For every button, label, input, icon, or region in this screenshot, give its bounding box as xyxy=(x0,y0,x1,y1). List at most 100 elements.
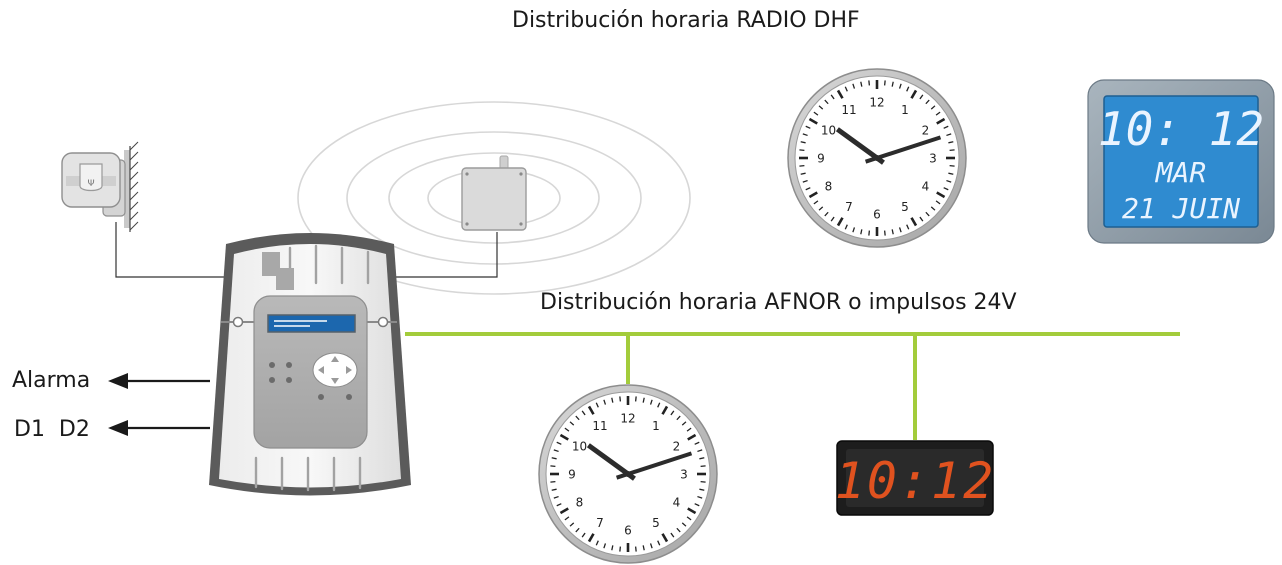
master-clock-icon xyxy=(209,233,411,496)
clock-tick xyxy=(910,89,918,99)
lcd-date: 21 JUIN xyxy=(1122,192,1240,225)
clock-tick xyxy=(813,111,819,116)
afnor-bus xyxy=(405,332,1180,440)
clock-tick xyxy=(936,117,946,125)
clock-tick xyxy=(898,83,902,89)
clock-tick xyxy=(943,125,949,129)
title-radio-dhf: Distribución horaria RADIO DHF xyxy=(512,8,860,33)
clock-tick xyxy=(559,433,569,441)
clock-tick xyxy=(575,415,580,421)
clock-tick xyxy=(670,410,675,416)
clock-tick xyxy=(898,227,902,233)
clock-tick xyxy=(581,410,586,416)
clock-tick xyxy=(634,546,637,552)
clock-tick xyxy=(936,191,946,199)
clock-tick xyxy=(949,164,955,167)
clock-tick xyxy=(686,516,692,521)
clock-tick xyxy=(700,465,706,468)
output-d1-d2-label: D1 D2 xyxy=(14,417,90,442)
clock-tick xyxy=(550,465,556,468)
clock-tick xyxy=(800,141,806,144)
clock-tick xyxy=(805,125,811,129)
clock-tick xyxy=(619,546,622,552)
clock-tick xyxy=(687,433,697,441)
clock-tick xyxy=(569,421,575,426)
clock-tick xyxy=(575,527,580,533)
clock-tick xyxy=(642,545,645,551)
clock-tick xyxy=(910,217,918,227)
clock-tick xyxy=(949,149,955,152)
clock-tick xyxy=(551,488,557,491)
clock-center xyxy=(625,471,631,477)
clock-tick xyxy=(564,516,570,521)
antenna-wiring xyxy=(115,222,498,278)
clock-tick xyxy=(700,480,706,483)
clock-hour-number: 9 xyxy=(817,152,825,166)
clock-tick xyxy=(550,480,556,483)
clock-tick xyxy=(699,457,705,460)
clock-tick xyxy=(676,415,681,421)
title-afnor-distribution: Distribución horaria AFNOR o impulsos 24… xyxy=(540,290,1017,315)
clock-tick xyxy=(649,543,653,549)
clock-tick xyxy=(661,405,669,415)
clock-tick xyxy=(852,83,856,89)
clock-tick xyxy=(670,532,675,538)
clock-tick xyxy=(906,224,910,230)
clock-tick xyxy=(603,399,607,405)
clock-tick xyxy=(587,533,595,543)
clock-hour-number: 11 xyxy=(592,419,607,433)
clock-tick xyxy=(808,191,818,199)
clock-hour-number: 8 xyxy=(576,496,584,510)
led-digital-clock: 10:12 xyxy=(835,440,994,516)
clock-hour-number: 7 xyxy=(845,200,853,214)
gps-antenna-icon: Ψ xyxy=(61,141,139,232)
clock-tick xyxy=(860,81,863,87)
clock-tick xyxy=(891,229,894,235)
clock-tick xyxy=(883,230,886,236)
clock-tick xyxy=(799,149,805,152)
clock-tick xyxy=(930,206,936,211)
lcd-day: MAR xyxy=(1155,156,1207,189)
clock-tick xyxy=(611,397,614,403)
clock-tick xyxy=(657,540,661,546)
clock-hour-number: 7 xyxy=(596,516,604,530)
clock-tick xyxy=(808,117,818,125)
clock-hour-number: 4 xyxy=(673,496,681,510)
clock-tick xyxy=(805,187,811,191)
clock-tick xyxy=(925,99,930,105)
clock-tick xyxy=(687,507,697,515)
clock-hour-number: 8 xyxy=(825,180,833,194)
clock-hour-number: 10 xyxy=(572,440,587,454)
clock-tick xyxy=(844,86,848,92)
clock-tick xyxy=(906,86,910,92)
clock-tick xyxy=(799,164,805,167)
clock-tick xyxy=(553,449,559,453)
clock-hour-number: 5 xyxy=(652,516,660,530)
clock-hour-number: 4 xyxy=(922,180,930,194)
clock-tick xyxy=(661,533,669,543)
clock-tick xyxy=(581,532,586,538)
clock-tick xyxy=(883,80,886,86)
clock-hour-number: 1 xyxy=(901,103,909,117)
clock-hour-number: 6 xyxy=(873,208,881,222)
clock-tick xyxy=(649,399,653,405)
clock-center xyxy=(874,155,880,161)
clock-tick xyxy=(634,396,637,402)
clock-tick xyxy=(813,200,819,205)
clock-tick xyxy=(852,227,856,233)
clock-tick xyxy=(642,397,645,403)
clock-tick xyxy=(935,200,941,205)
clock-hour-number: 12 xyxy=(620,412,635,426)
clock-tick xyxy=(868,80,871,86)
clock-tick xyxy=(818,105,824,110)
clock-hour-number: 12 xyxy=(869,96,884,110)
clock-tick xyxy=(948,141,954,144)
lcd-digital-clock: 10: 12 MAR 21 JUIN xyxy=(1087,79,1275,244)
clock-tick xyxy=(569,522,575,527)
clock-tick xyxy=(556,503,562,507)
clock-tick xyxy=(802,133,808,137)
clock-tick xyxy=(564,427,570,432)
clock-hour-number: 2 xyxy=(922,124,930,138)
